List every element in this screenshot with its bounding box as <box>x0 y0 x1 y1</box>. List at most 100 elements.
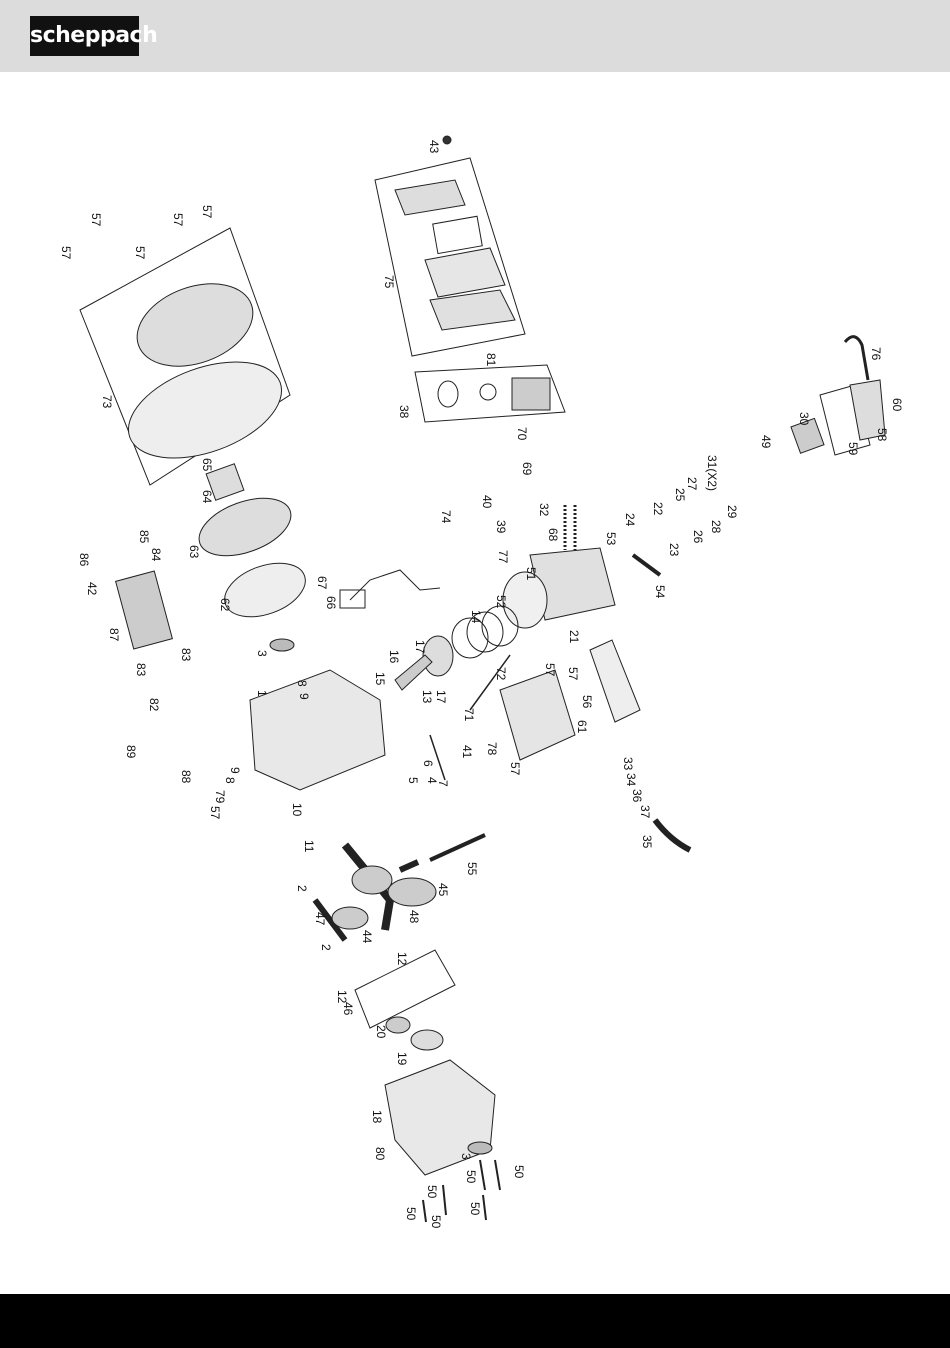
part-number-label: 8 <box>223 777 237 784</box>
air-filter-housing <box>424 247 506 298</box>
part-number-label: 23 <box>667 543 681 557</box>
part-number-label: 19 <box>395 1052 409 1066</box>
part-number-label: 34 <box>624 773 638 787</box>
part-number-label: 50 <box>468 1202 482 1216</box>
part-number-label: 62 <box>218 598 232 612</box>
part-number-label: 74 <box>439 510 453 524</box>
part-number-label: 37 <box>638 805 652 819</box>
diagram-canvas: 4375813870694032397468775152142153542422… <box>59 135 904 1229</box>
part-number-label: 59 <box>846 442 860 456</box>
part-number-label: 48 <box>407 910 421 924</box>
part-number-label: 26 <box>691 530 705 544</box>
part-number-label: 39 <box>494 520 508 534</box>
part-number-label: 82 <box>147 698 161 712</box>
spark-plug <box>631 553 662 577</box>
part-number-label: 68 <box>546 528 560 542</box>
part-number-label: 52 <box>494 595 508 609</box>
part-number-label: 73 <box>100 395 114 409</box>
part-number-label: 10 <box>290 803 304 817</box>
part-number-label: 76 <box>869 347 883 361</box>
page-footer <box>0 1294 950 1348</box>
part-number-label: 15 <box>373 672 387 686</box>
part-number-label: 75 <box>382 275 396 289</box>
part-number-label: 57 <box>200 205 214 219</box>
part-number-label: 63 <box>187 545 201 559</box>
air-filter-group-frame <box>374 157 526 357</box>
part-number-label: 46 <box>341 1002 355 1016</box>
part-number-label: 28 <box>709 520 723 534</box>
part-number-label: 51 <box>524 567 538 581</box>
part-number-label: 9 <box>228 767 242 774</box>
part-number-label: 30 <box>797 412 811 426</box>
part-number-label: 45 <box>436 883 450 897</box>
part-number-label: 66 <box>324 596 338 610</box>
part-number-label: 57 <box>508 762 522 776</box>
part-number-label: 3 <box>255 650 269 657</box>
part-number-label: 57 <box>208 806 222 820</box>
part-number-label: 14 <box>469 610 483 624</box>
crankcase-cover <box>384 1059 496 1176</box>
part-number-label: 13 <box>420 690 434 704</box>
crank-gear <box>351 865 393 895</box>
part-number-label: 4 <box>425 777 439 784</box>
piston-ring-2 <box>466 611 504 653</box>
part-number-label: 5 <box>406 777 420 784</box>
valve-cover <box>849 379 886 441</box>
part-number-label: 50 <box>404 1207 418 1221</box>
piston-ring-1 <box>451 617 489 659</box>
main-bearing <box>410 1029 444 1051</box>
ignition-coil <box>339 589 366 609</box>
part-number-label: 29 <box>725 505 739 519</box>
flywheel-fan <box>198 497 292 557</box>
part-number-label: 22 <box>651 502 665 516</box>
part-number-label: 25 <box>673 488 687 502</box>
part-number-label: 69 <box>520 462 534 476</box>
part-number-label: 70 <box>515 427 529 441</box>
part-number-label: 41 <box>460 745 474 759</box>
part-number-label: 57 <box>89 213 103 227</box>
nut-icon <box>442 135 452 145</box>
part-number-label: 60 <box>890 398 904 412</box>
crankcase-gasket <box>354 949 456 1029</box>
part-number-label: 18 <box>370 1110 384 1124</box>
part-number-label: 21 <box>567 630 581 644</box>
part-number-label: 50 <box>512 1165 526 1179</box>
part-number-label: 50 <box>425 1185 439 1199</box>
piston-ring-3 <box>481 605 519 647</box>
rocker-arms <box>790 417 825 454</box>
part-number-label: 17 <box>413 640 427 654</box>
part-number-label: 54 <box>653 585 667 599</box>
crankshaft <box>341 842 395 931</box>
gasket-ring <box>479 383 497 401</box>
bolt-icon <box>422 1159 501 1223</box>
exhaust-pipe <box>652 818 692 853</box>
part-number-label: 6 <box>421 760 435 767</box>
part-number-label: 20 <box>374 1025 388 1039</box>
part-number-label: 87 <box>107 628 121 642</box>
ignition-coil-wire <box>349 569 441 601</box>
part-number-label: 49 <box>759 435 773 449</box>
connecting-rod <box>394 654 433 691</box>
part-number-label: 12 <box>335 990 349 1004</box>
part-number-label: 80 <box>373 1147 387 1161</box>
air-filter-element <box>432 215 483 255</box>
part-number-label: 27 <box>685 477 699 491</box>
part-number-label: 8 <box>295 680 309 687</box>
recoil-starter-cover <box>136 283 254 367</box>
camshaft <box>398 859 420 873</box>
governor-gear <box>385 1016 411 1034</box>
breather-hose <box>843 335 870 381</box>
part-number-label: 35 <box>640 835 654 849</box>
part-number-label: 86 <box>77 553 91 567</box>
carburetor-group-frame <box>414 364 566 423</box>
recoil-starter-frame <box>79 227 291 486</box>
part-number-label: 85 <box>137 530 151 544</box>
part-number-label: 12 <box>395 952 409 966</box>
exhaust-heat-shield <box>589 639 641 723</box>
part-number-label: 57 <box>59 246 73 260</box>
cam-gear <box>387 877 437 907</box>
fan-housing <box>127 361 283 459</box>
part-number-label: 2 <box>295 885 309 892</box>
valve-springs <box>563 505 577 550</box>
part-number-label: 42 <box>85 582 99 596</box>
